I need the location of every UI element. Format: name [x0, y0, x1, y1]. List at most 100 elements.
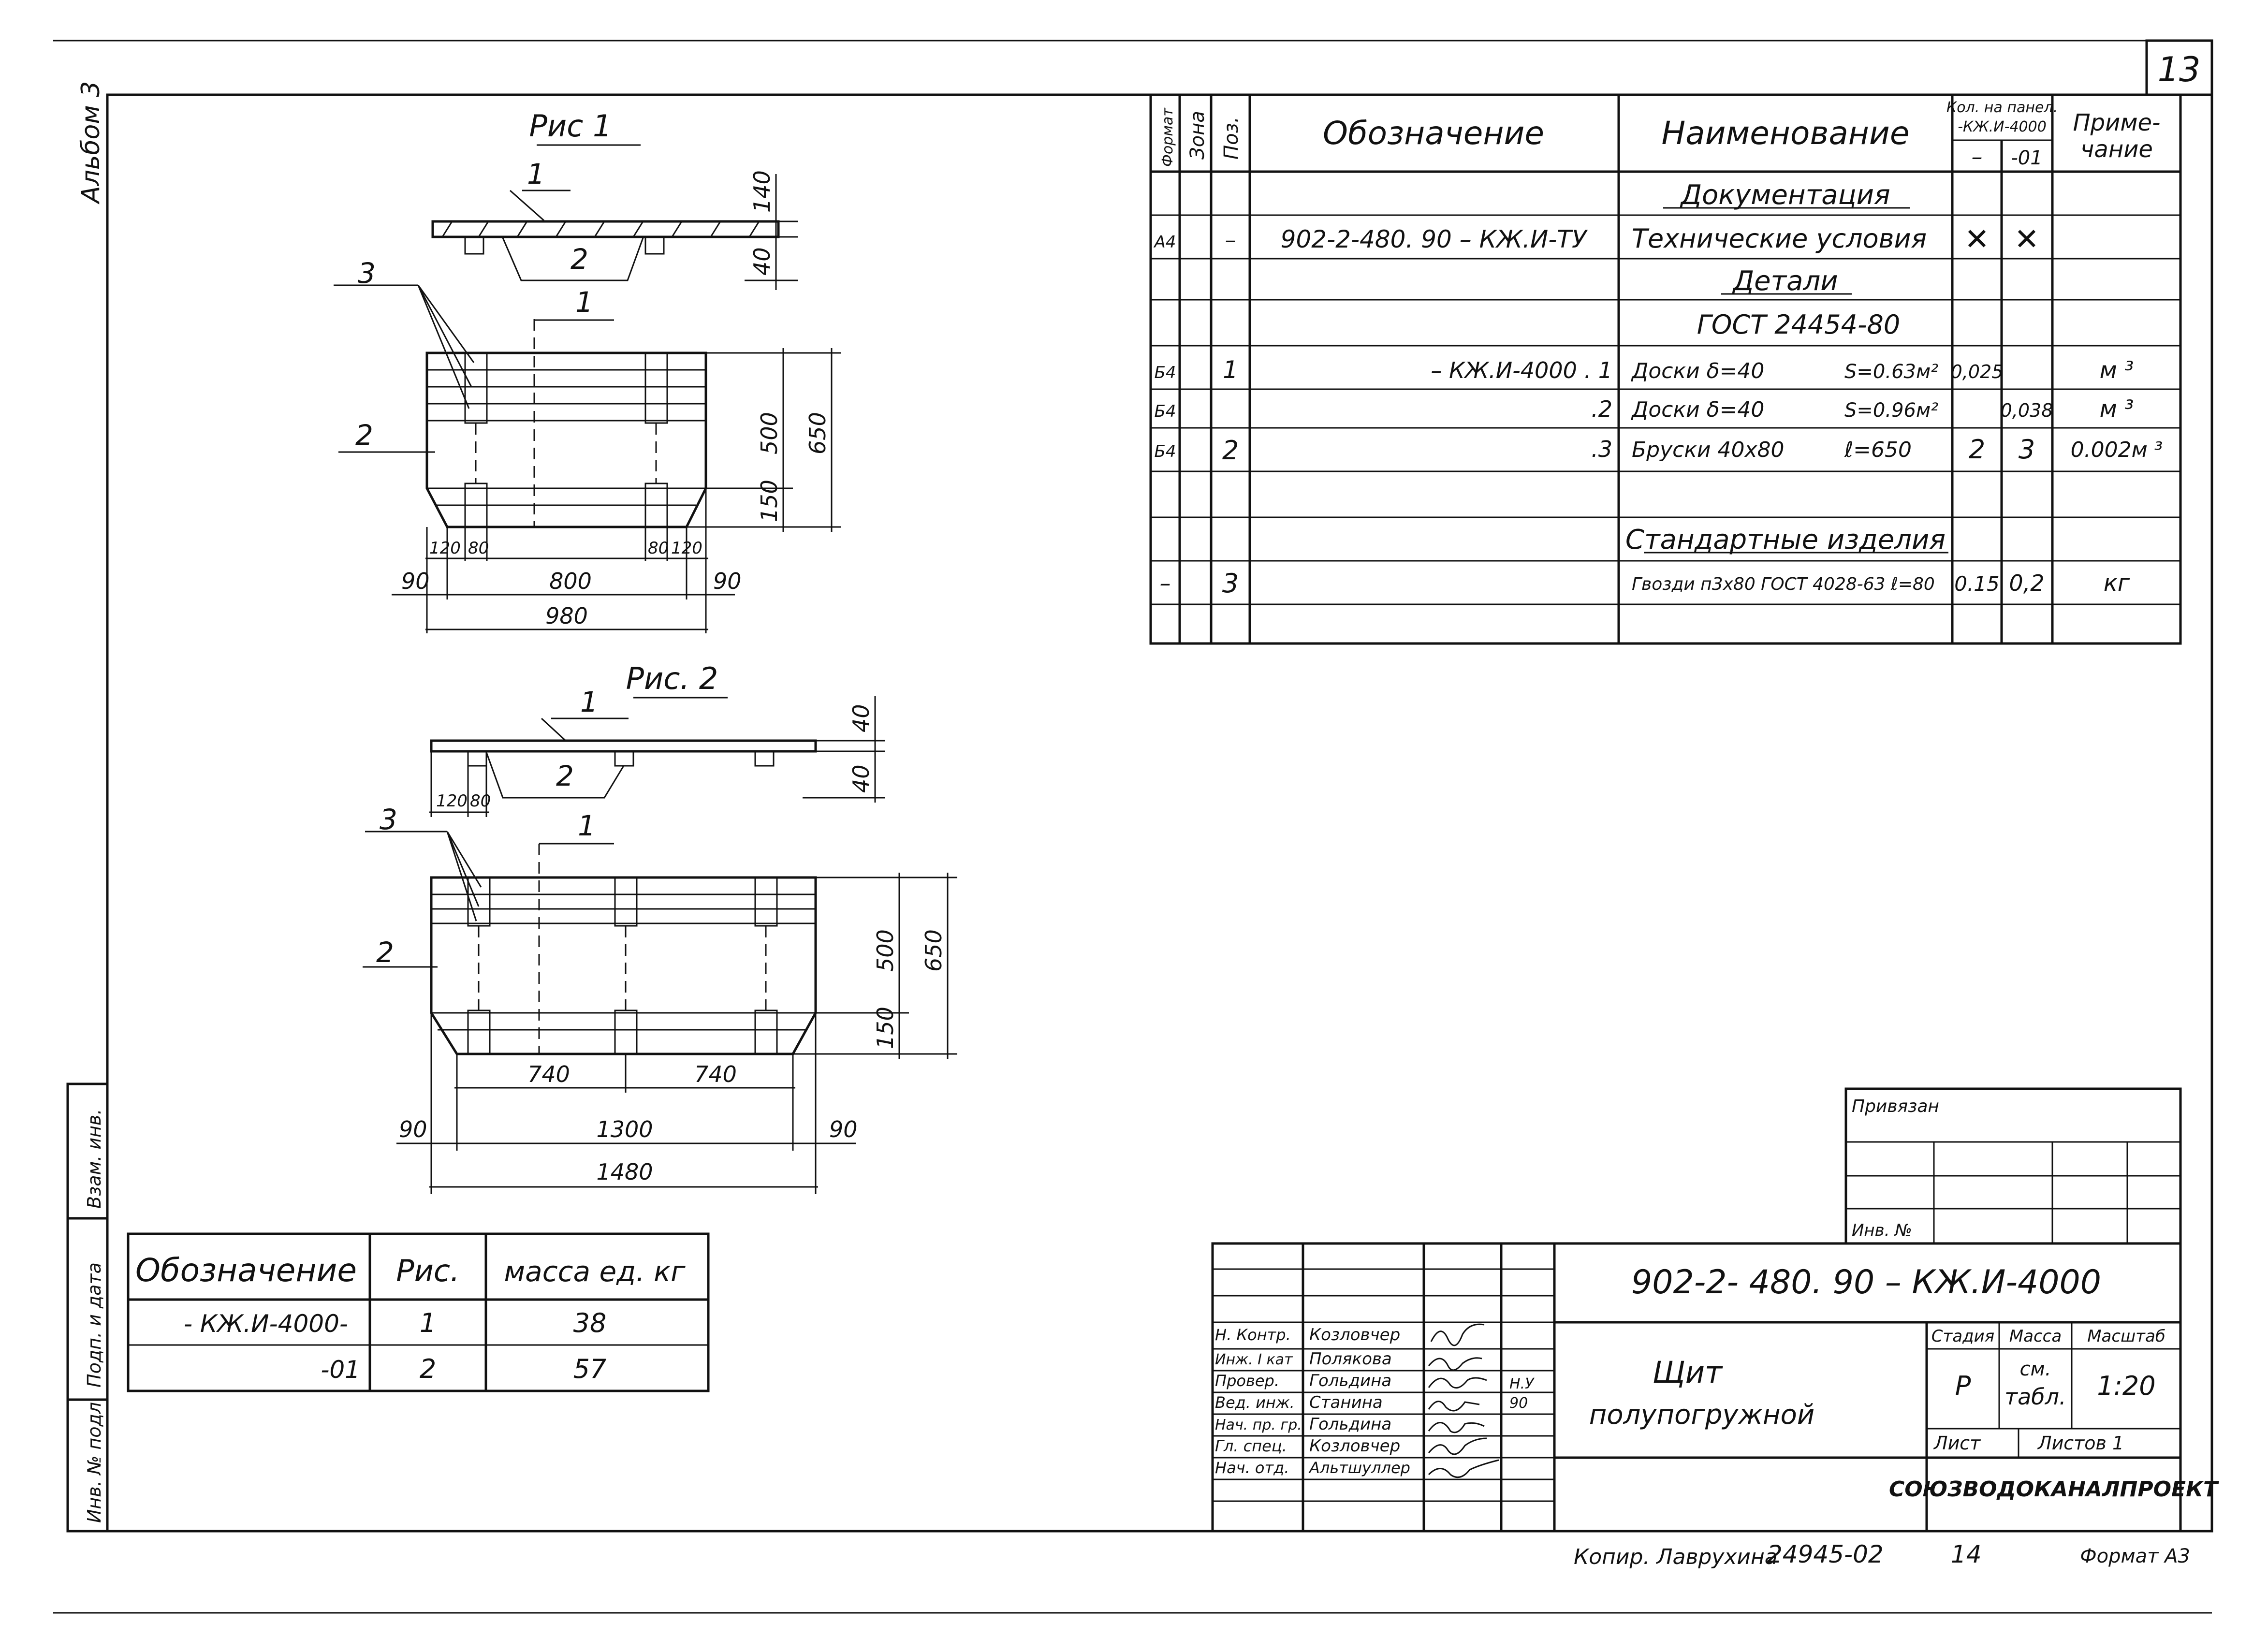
title-name-2: полупогружной: [1589, 1399, 1815, 1431]
title-sheet-label: Лист: [1933, 1433, 1981, 1454]
fig1-side-view: 1 2 140 40: [431, 158, 798, 290]
title-block: 902-2- 480. 90 – КЖ.И-4000 Щит полупогру…: [1211, 1242, 2219, 1533]
spec-row: Стандартные изделия: [1625, 524, 1948, 556]
spec-header-qty-col2: -01: [2011, 147, 2042, 169]
title-code: 902-2- 480. 90 – КЖ.И-4000: [1631, 1263, 2101, 1301]
fig2-dim-500: 500: [872, 929, 898, 972]
spec-cell-format: А4: [1154, 233, 1176, 252]
spec-section-parts: Детали: [1731, 265, 1838, 297]
spec-cell-qty2: 3: [2019, 434, 2035, 465]
figure-1: Рис 1 1 2 140 40: [334, 108, 841, 633]
title-nv-2: 90: [1509, 1395, 1528, 1412]
signer-role: Инж. I кат: [1215, 1351, 1293, 1368]
fig1-dim-90b: 90: [713, 568, 742, 594]
fig1-pos2-plan: 2: [355, 419, 373, 452]
spec-table: Формат Зона Поз. Обозначение Наименовани…: [1149, 93, 2182, 645]
spec-cell-name: Технические условия: [1632, 223, 1927, 254]
spec-header-pos: Поз.: [1220, 117, 1243, 160]
title-mass-2: табл.: [2004, 1384, 2066, 1410]
footer-format: Формат А3: [2080, 1545, 2190, 1567]
fig2-dim-90b: 90: [829, 1116, 858, 1142]
spec-cell-qty1: ✕: [1964, 221, 1990, 257]
spec-row: Детали: [1721, 265, 1852, 297]
spec-header-name: Наименование: [1662, 115, 1910, 152]
spec-cell-size: ℓ=650: [1844, 438, 1912, 462]
fig2-dim-40b: 40: [848, 764, 874, 793]
spec-rows: Документация А4 – 902-2-480. 90 – КЖ.И-Т…: [1154, 179, 2163, 599]
spec-header-note2: чание: [2080, 136, 2153, 163]
spec-row: Документация: [1663, 179, 1910, 211]
footer-copy: Копир. Лаврухина: [1574, 1545, 1778, 1569]
mass-cell-mass: 57: [573, 1354, 607, 1384]
spec-cell-designation: .3: [1591, 436, 1612, 462]
spec-cell-format: Б4: [1155, 402, 1176, 421]
fig2-dim-1300: 1300: [596, 1116, 653, 1142]
spec-cell-pos: 3: [1222, 568, 1239, 599]
mass-cell-designation: - КЖ.И-4000-: [184, 1310, 348, 1338]
signer-name: Гольдина: [1309, 1371, 1391, 1390]
spec-col-lines: [1178, 95, 2054, 643]
fig2-pos3: 3: [380, 803, 397, 836]
spec-cell-pos: –: [1225, 227, 1236, 253]
mass-cell-fig: 2: [420, 1354, 436, 1384]
figure-2: Рис. 2 1 2 40 40 120 80: [363, 661, 957, 1194]
fig2-dim-740a: 740: [527, 1061, 570, 1087]
spec-row: А4 – 902-2-480. 90 – КЖ.И-ТУ Технические…: [1154, 221, 2039, 257]
spec-cell-name: Доски δ=40: [1631, 359, 1764, 383]
fig2-dim-740b: 740: [694, 1061, 737, 1087]
fig2-plan-view: 1 3 2 500 650 150 740 740 90: [363, 803, 957, 1194]
fig1-dim-80b: 80: [648, 539, 669, 558]
spec-row: – 3 Гвозди п3х80 ГОСТ 4028-63 ℓ=80 0.15 …: [1160, 568, 2130, 599]
fig1-dim-650: 650: [805, 412, 831, 454]
fig2-dim-650: 650: [921, 929, 947, 972]
spec-cell-qty1: 0,025: [1951, 361, 2004, 382]
title-org: СОЮЗВОДОКАНАЛПРОЕКТ: [1889, 1477, 2219, 1502]
title-stage: Р: [1955, 1371, 1971, 1401]
fig1-dim-80a: 80: [468, 539, 489, 558]
spec-cell-note: кг: [2104, 570, 2130, 597]
fig1-pos2-top: 2: [571, 243, 588, 276]
title-scale: 1:20: [2097, 1371, 2155, 1401]
title-nv-1: Н.У: [1509, 1375, 1535, 1392]
title-scale-label: Масштаб: [2087, 1327, 2165, 1346]
fig2-pos2-top: 2: [556, 760, 574, 792]
spec-header-qty-title: Кол. на панел.: [1946, 99, 2058, 116]
spec-cell-designation: – КЖ.И-4000 . 1: [1431, 357, 1612, 383]
fig1-dim-120a: 120: [429, 539, 461, 558]
title-stage-label: Стадия: [1931, 1327, 1994, 1346]
spec-header-qty-sub: -КЖ.И-4000: [1958, 118, 2047, 135]
left-approval-strip: Взам. инв. Подп. и дата Инв. № подл.: [66, 1082, 109, 1533]
spec-cell-qty2: ✕: [2014, 221, 2039, 257]
mass-cell-fig: 1: [420, 1308, 436, 1338]
spec-cell-designation: .2: [1591, 396, 1612, 422]
fig1-pos1-top: 1: [527, 158, 545, 190]
mass-header-mass: масса ед. кг: [504, 1255, 686, 1288]
fig1-dim-500: 500: [756, 412, 782, 454]
spec-cell-format: –: [1160, 570, 1171, 596]
signer-name: Гольдина: [1309, 1415, 1391, 1434]
fig2-dim-90a: 90: [399, 1116, 427, 1142]
spec-row: ГОСТ 24454-80: [1697, 309, 1900, 340]
signer-name: Козловчер: [1309, 1325, 1400, 1345]
spec-cell-note: м ³: [2100, 357, 2134, 384]
spec-row: Б4 2 .3 Бруски 40х80 ℓ=650 2 3 0.002м ³: [1155, 434, 2163, 466]
spec-cell-designation: 902-2-480. 90 – КЖ.И-ТУ: [1281, 225, 1588, 253]
spec-cell-qty1: 2: [1969, 434, 1985, 465]
title-mass-1: см.: [2020, 1358, 2051, 1380]
spec-header-note1: Приме-: [2073, 109, 2161, 136]
signer-name: Козловчер: [1309, 1436, 1400, 1456]
fig1-plan-view: 1 3 2 500 650 150 120 80: [334, 257, 841, 633]
signer-role: Гл. спец.: [1215, 1437, 1287, 1455]
tie-block: Привязан Инв. №: [1844, 1087, 2182, 1245]
spec-cell-note: 0.002м ³: [2071, 438, 2163, 462]
title-name-1: Щит: [1653, 1355, 1723, 1390]
fig1-pos1-plan: 1: [575, 286, 593, 319]
spec-section-standard: Стандартные изделия: [1625, 524, 1946, 556]
spec-section-docs: Документация: [1679, 179, 1890, 211]
fig1-dim-150: 150: [756, 480, 782, 522]
fig1-dim-90a: 90: [401, 568, 430, 594]
signer-role: Вед. инж.: [1215, 1393, 1295, 1412]
signer-rows: Н. Контр. Козловчер Инж. I кат Полякова …: [1215, 1325, 1410, 1477]
signer-name: Полякова: [1309, 1349, 1392, 1369]
